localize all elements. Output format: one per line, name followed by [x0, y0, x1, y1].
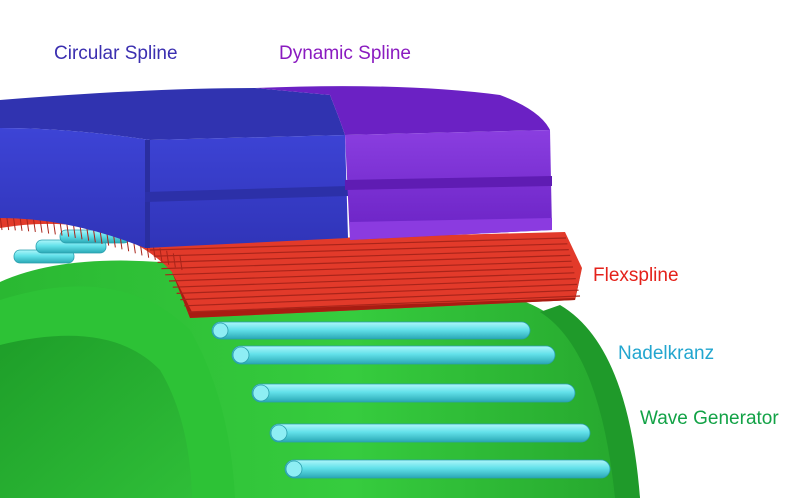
flexspline-tooth-line [161, 254, 571, 270]
flexspline-tooth-line [180, 283, 578, 301]
flexspline-tooth-line [172, 272, 575, 288]
circular-spline-band [145, 186, 348, 202]
wave-generator-bore [0, 335, 192, 498]
needle-roller-end [232, 346, 250, 364]
needle-roller-end [252, 384, 270, 402]
circular-spline-front [0, 128, 348, 248]
dynamic-spline-band [345, 176, 552, 190]
flexspline-arc-tooth [172, 253, 176, 268]
flexspline-tooth-line [157, 249, 569, 263]
flexspline-arc-tooth [46, 219, 50, 234]
wave-generator-rim [540, 305, 640, 498]
flexspline-arc-tooth [59, 221, 63, 236]
circular-spline-top [0, 88, 345, 140]
dynamic-spline-top [255, 86, 550, 135]
needle-roller [251, 383, 576, 403]
flexspline-arc-tooth [6, 216, 10, 231]
flexspline-arc-tooth [179, 255, 183, 271]
flexspline-arc-tooth [0, 215, 3, 231]
needle-roller-end [212, 322, 229, 339]
flexspline-tooth-line [165, 260, 572, 276]
flexspline-tooth-line [176, 278, 576, 294]
label-dynamic-spline: Dynamic Spline [279, 43, 411, 64]
flexspline-arc-tooth [26, 217, 30, 232]
flexspline-arc-tooth [72, 223, 76, 239]
needle-roller [231, 345, 556, 365]
needle-roller [269, 423, 591, 443]
needle-roller [284, 459, 611, 479]
flexspline-arc-tooth [166, 250, 170, 265]
flexspline-tooth-line [168, 266, 574, 282]
flexspline-arc-tooth [66, 222, 70, 237]
needle-roller-end [285, 460, 303, 478]
flexspline-tooth-line [149, 237, 567, 251]
needle-roller [211, 321, 531, 340]
dynamic-spline-lower [350, 218, 552, 240]
flexspline-arc-tooth [12, 216, 16, 231]
flexspline-tooth-line [153, 243, 568, 257]
flexspline-arc-tooth [39, 218, 43, 233]
flexspline-tooth-line [187, 295, 581, 313]
flexspline-arc-tooth [52, 220, 56, 235]
flexspline-arc-tooth [159, 248, 163, 263]
flexspline-edge [172, 268, 582, 318]
flexspline-arc-tooth [32, 217, 36, 232]
label-circular-spline: Circular Spline [54, 43, 178, 64]
label-flexspline: Flexspline [593, 265, 679, 286]
flexspline-arc-tooth [152, 245, 156, 261]
flexspline-tooth-line [184, 289, 579, 307]
flexspline-arc-tooth [79, 225, 83, 240]
flexspline-arc-tooth [19, 216, 23, 231]
nadelkranz-rollers [211, 321, 611, 479]
needle-roller-end [270, 424, 288, 442]
label-wave-generator: Wave Generator [640, 408, 779, 429]
label-nadelkranz: Nadelkranz [618, 343, 715, 364]
